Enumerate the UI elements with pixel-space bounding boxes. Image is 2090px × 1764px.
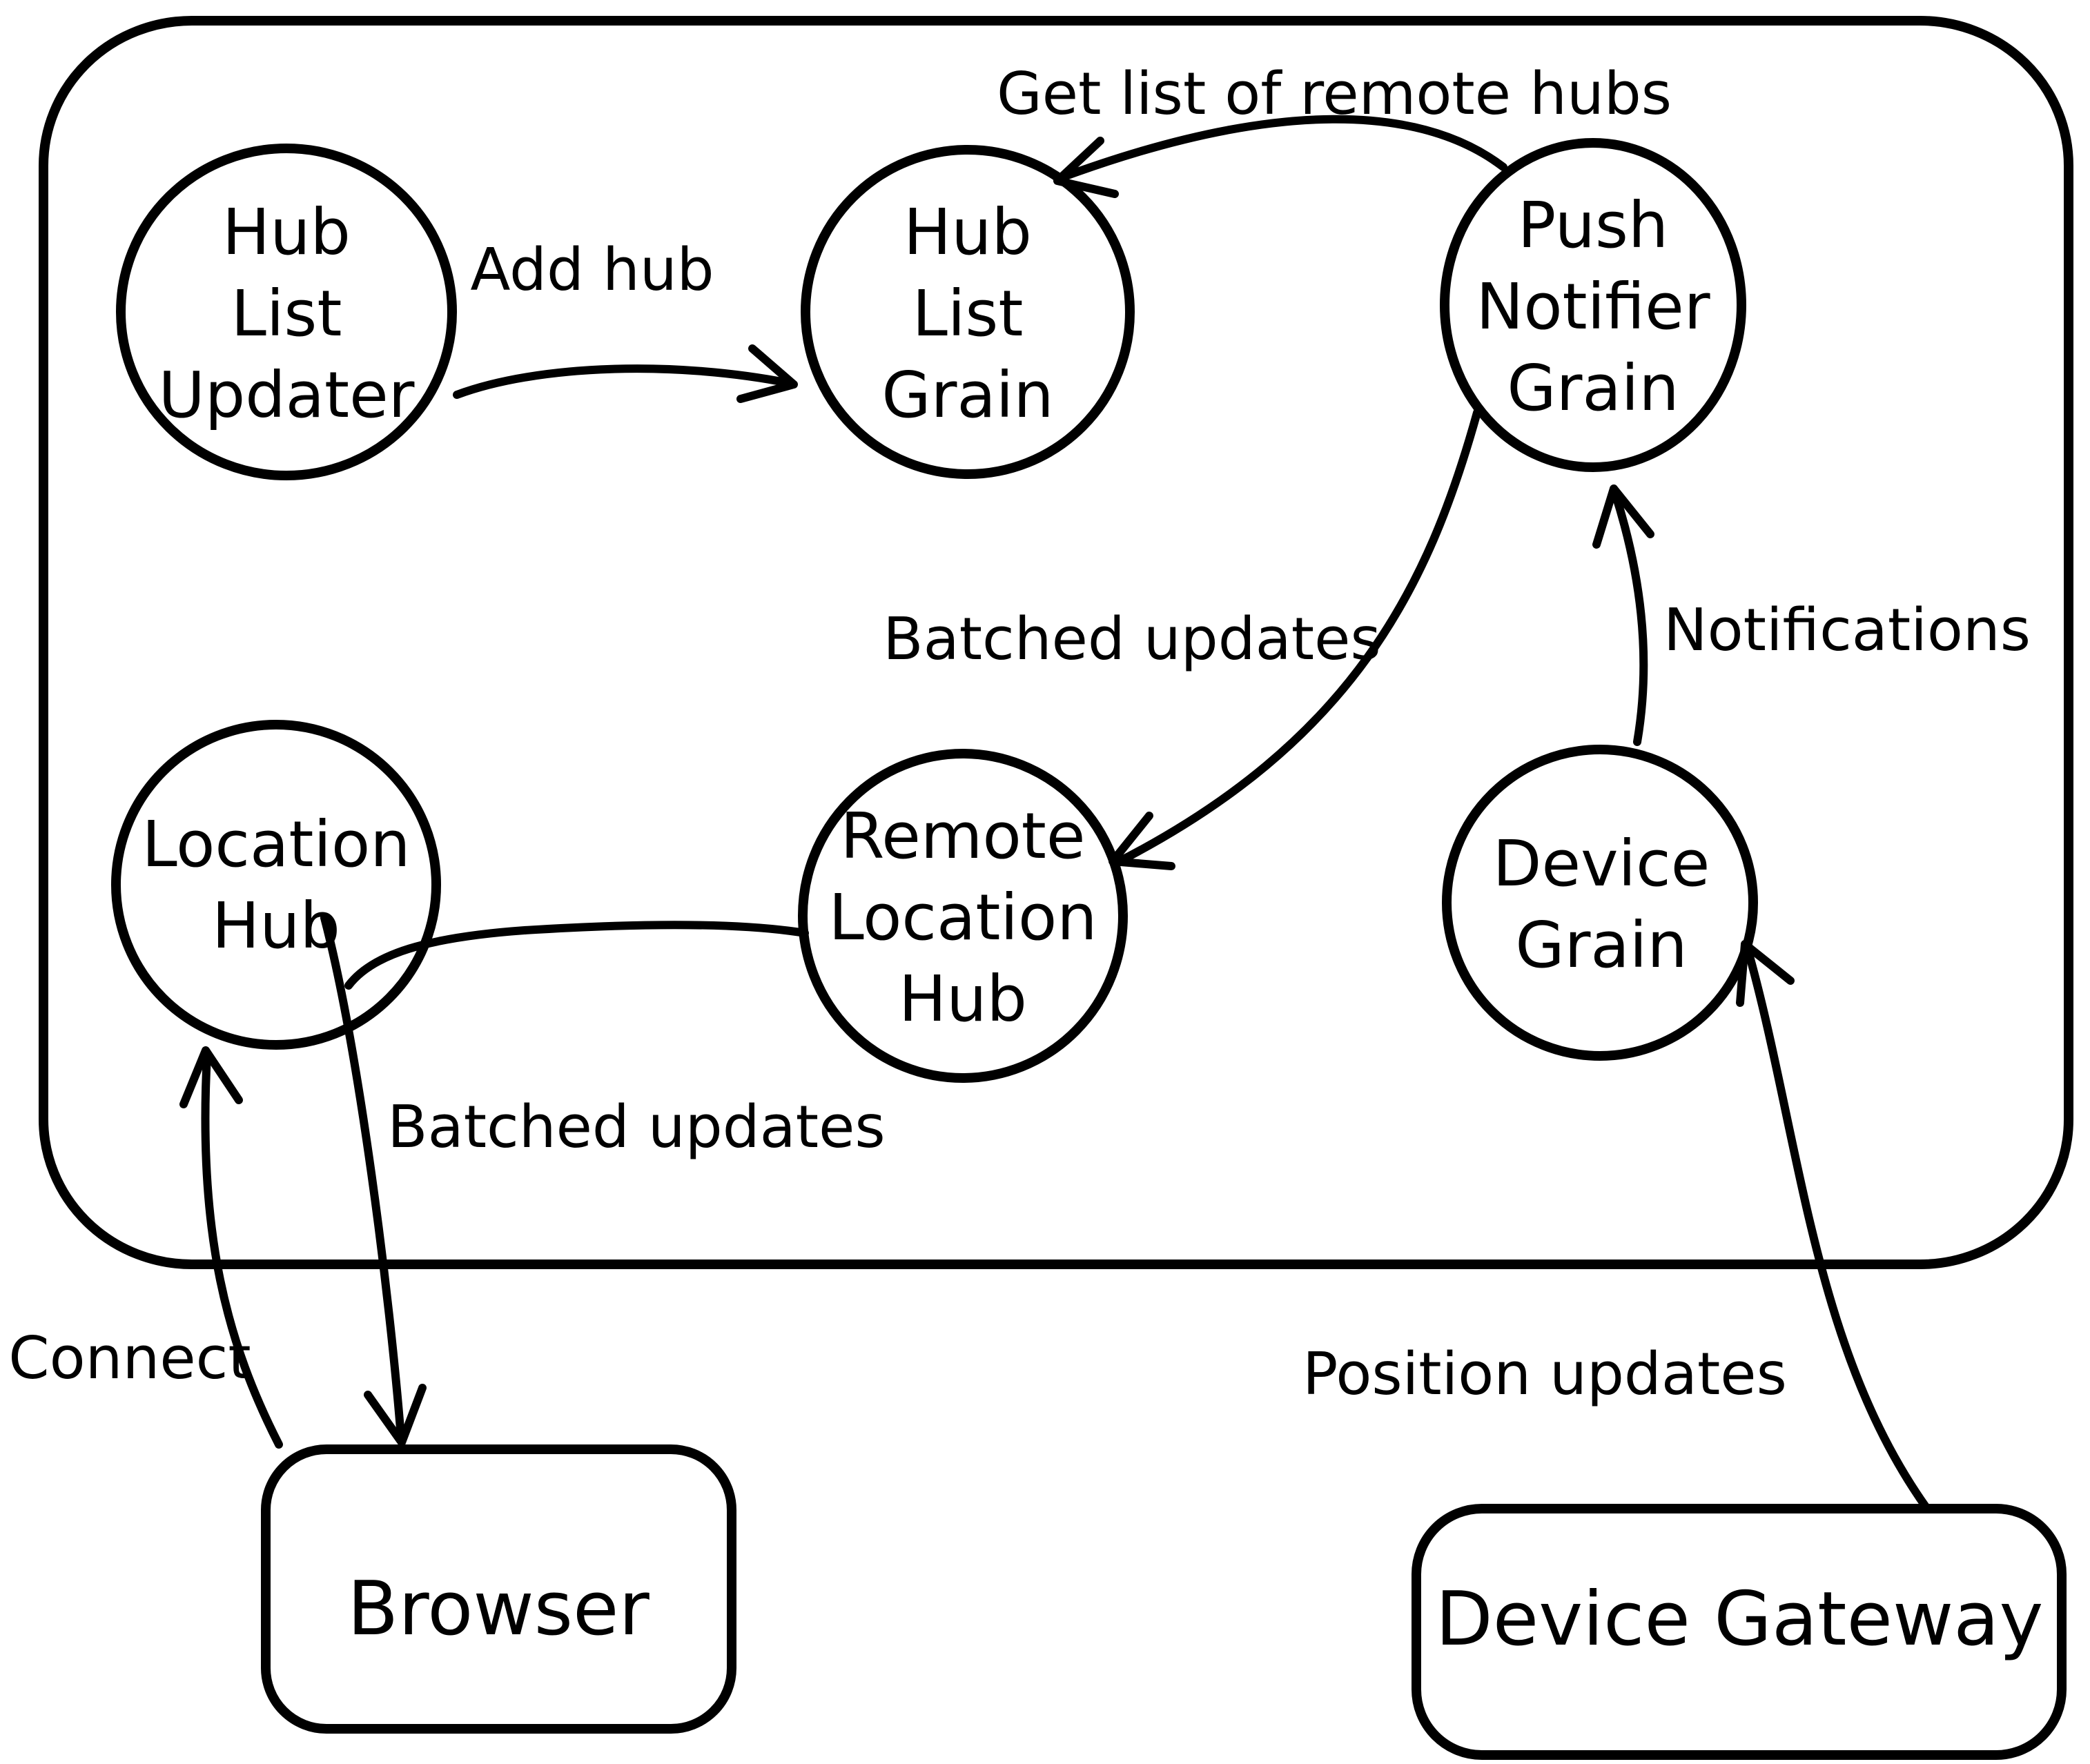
node-label-line: Location [141,807,410,881]
node-device-grain-label: Device Grain [1493,827,1710,982]
arrowhead-add-hub [736,344,798,403]
arrowhead-connect [179,1046,243,1108]
node-location-hub-circle [111,720,441,1050]
edge-label-get-remote-hubs: Get list of remote hubs [997,60,1672,128]
node-label-line: Remote [841,799,1086,873]
node-location-hub-label: Location Hub [141,807,410,963]
arrowhead-batched-updates-browser [364,1384,427,1447]
node-device-gateway-label: Device Gateway [1436,1576,2044,1663]
node-label-line: Hub [222,195,351,269]
node-label-line: List [231,277,342,351]
edge-label-connect: Connect [8,1324,251,1393]
edge-position-updates [1744,945,1931,1513]
node-label-line: Location [828,881,1097,954]
node-label-line: List [912,277,1024,351]
node-label-line: Notifier [1476,270,1710,344]
edge-add-hub [453,364,797,399]
node-hub-list-updater-circle [116,144,457,480]
edge-get-remote-hubs [1056,115,1507,182]
edge-label-position-updates: Position updates [1302,1340,1787,1409]
system-boundary [39,16,2073,1269]
edge-batched-updates-browser [320,914,405,1442]
edge-notifications [1611,489,1648,746]
node-label-line: Device [1493,827,1710,901]
edge-label-batched-updates-browser: Batched updates [387,1093,885,1162]
node-label-line: Hub [899,962,1027,1036]
edge-connect [201,1052,283,1449]
arrowhead-notifications [1592,484,1654,549]
node-hub-list-grain-circle [801,145,1135,479]
edge-label-batched-updates-remote: Batched updates [883,605,1380,674]
edge-label-add-hub: Add hub [470,236,714,304]
edge-location-hub-remote-hub [344,921,809,990]
node-browser-box [261,1444,736,1734]
node-device-grain-circle [1442,745,1758,1061]
node-device-gateway-box [1412,1504,2067,1760]
node-label-line: Grain [881,358,1053,432]
node-browser-label: Browser [347,1566,650,1652]
node-label-line: Hub [904,195,1032,269]
node-label-line: Grain [1515,908,1687,982]
node-label-line: Grain [1507,351,1679,425]
edge-label-notifications: Notifications [1663,596,2031,665]
edge-batched-updates-remote [1113,409,1481,867]
node-push-notifier-grain-label: Push Notifier Grain [1476,188,1710,425]
node-remote-location-hub-circle [798,749,1128,1083]
node-label-line: Hub [212,889,340,963]
node-remote-location-hub-label: Remote Location Hub [828,799,1097,1036]
node-label-line: Updater [158,358,414,432]
node-hub-list-updater-label: Hub List Updater [158,195,414,432]
node-push-notifier-grain-circle [1440,138,1746,472]
arrowhead-batched-updates-remote [1109,812,1175,870]
node-label-line: Push [1518,188,1668,262]
node-hub-list-grain-label: Hub List Grain [881,195,1053,432]
